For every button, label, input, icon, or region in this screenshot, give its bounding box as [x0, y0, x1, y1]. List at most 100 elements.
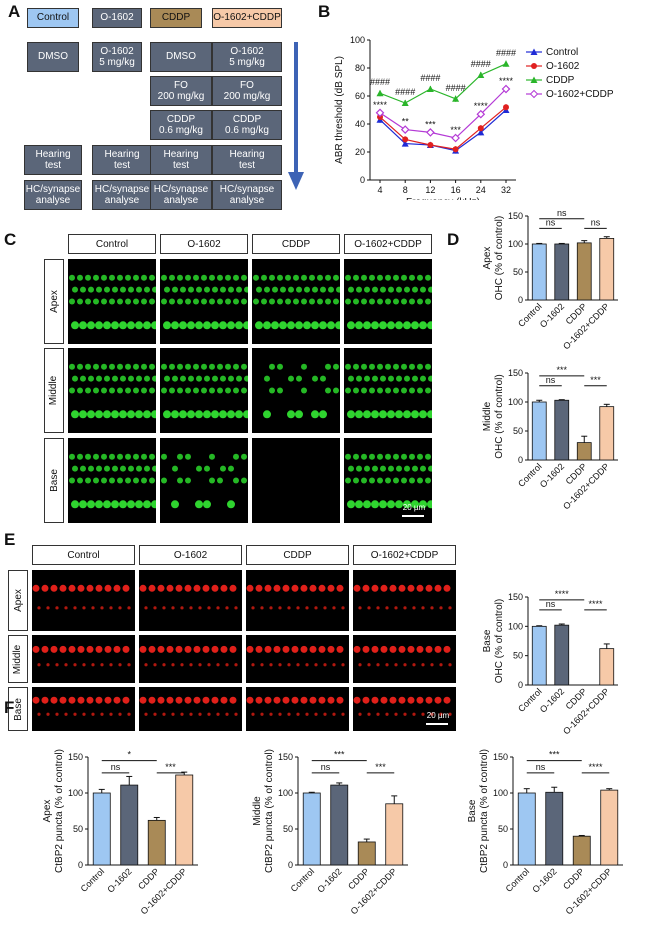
cell-dot	[409, 363, 415, 370]
cell-dot	[157, 584, 165, 592]
cell-dot	[86, 645, 94, 653]
cell-dot	[104, 465, 110, 472]
cell-dot	[73, 712, 77, 716]
cell-dot	[50, 584, 58, 592]
legend-label: O-1602	[546, 61, 580, 72]
cell-dot	[301, 363, 307, 370]
cell-dot	[272, 286, 278, 293]
cell-dot	[403, 410, 411, 419]
cell-dot	[325, 363, 331, 370]
cell-dot	[111, 500, 119, 509]
cell-dot	[309, 645, 317, 653]
cell-dot	[380, 286, 386, 293]
cell-dot	[163, 410, 171, 419]
bar	[554, 624, 570, 686]
cell-dot	[279, 321, 287, 330]
comparison-label: ***	[549, 750, 560, 760]
cell-dot	[377, 298, 383, 305]
cell-dot	[198, 663, 202, 667]
cell-dot	[430, 606, 434, 610]
cell-dot	[220, 375, 226, 382]
cell-dot	[260, 606, 264, 610]
cell-dot	[171, 663, 175, 667]
cell-dot	[72, 375, 78, 382]
x-axis-label: Frequency (kHz)	[406, 197, 480, 200]
cell-dot	[149, 453, 155, 460]
cell-dot	[394, 712, 398, 716]
cell-dot	[409, 477, 415, 484]
cell-dot	[139, 645, 147, 653]
bar	[576, 442, 592, 461]
cell-dot	[220, 465, 226, 472]
cell-dot	[104, 375, 110, 382]
cell-dot	[80, 465, 86, 472]
hash-annotation: ####	[446, 83, 466, 93]
cell-dot	[295, 410, 303, 419]
cell-dot	[233, 274, 239, 281]
cell-dot	[416, 645, 424, 653]
cell-dot	[425, 696, 433, 704]
cell-dot	[86, 696, 94, 704]
cell-dot	[377, 477, 383, 484]
x-tick-label: CDDP	[561, 866, 586, 891]
cell-dot	[32, 696, 40, 704]
comparison-label: ns	[546, 217, 556, 227]
bar	[92, 792, 111, 866]
cell-dot	[261, 298, 267, 305]
cell-dot	[82, 663, 86, 667]
cell-dot	[296, 375, 302, 382]
cell-dot	[41, 645, 49, 653]
cell-dot	[172, 375, 178, 382]
cell-dot	[195, 321, 203, 330]
cell-dot	[371, 645, 379, 653]
cell-dot	[149, 387, 155, 394]
cell-dot	[323, 712, 327, 716]
cell-dot	[211, 584, 219, 592]
cell-dot	[295, 321, 303, 330]
cell-dot	[317, 274, 323, 281]
micrograph-cells	[32, 696, 131, 716]
cell-dot	[59, 645, 67, 653]
cell-dot	[217, 274, 223, 281]
cell-dot	[141, 387, 147, 394]
flow-step: CDDP 0.6 mg/kg	[212, 110, 282, 140]
cell-dot	[149, 298, 155, 305]
cell-dot	[233, 363, 239, 370]
cell-dot	[153, 712, 157, 716]
cell-dot	[371, 321, 379, 330]
cell-dot	[117, 387, 123, 394]
cell-dot	[166, 696, 174, 704]
cell-dot	[393, 453, 399, 460]
data-point	[452, 95, 460, 102]
cell-dot	[317, 298, 323, 305]
micrograph-image	[344, 438, 432, 523]
cell-dot	[361, 453, 367, 460]
cell-dot	[355, 321, 363, 330]
cell-dot	[220, 286, 226, 293]
cell-dot	[157, 645, 165, 653]
cell-dot	[141, 363, 147, 370]
cell-dot	[347, 410, 355, 419]
micrograph-image	[139, 570, 242, 631]
comparison-label: ***	[165, 762, 176, 772]
cell-dot	[311, 410, 319, 419]
cell-dot	[412, 465, 418, 472]
cell-dot	[409, 387, 415, 394]
data-point	[452, 146, 459, 153]
cell-dot	[439, 606, 443, 610]
y-tick-label: 100	[508, 397, 523, 407]
x-tick-label: Control	[289, 866, 317, 894]
cell-dot	[314, 712, 318, 716]
cell-dot	[364, 465, 370, 472]
cell-dot	[287, 663, 291, 667]
cell-dot	[412, 606, 416, 610]
cell-dot	[260, 663, 264, 667]
cell-dot	[389, 584, 397, 592]
region-label: Apex	[482, 247, 493, 270]
panel-b-letter: B	[318, 2, 331, 21]
cell-dot	[387, 410, 395, 419]
comparison-label: ns	[557, 208, 567, 218]
cell-dot	[198, 606, 202, 610]
